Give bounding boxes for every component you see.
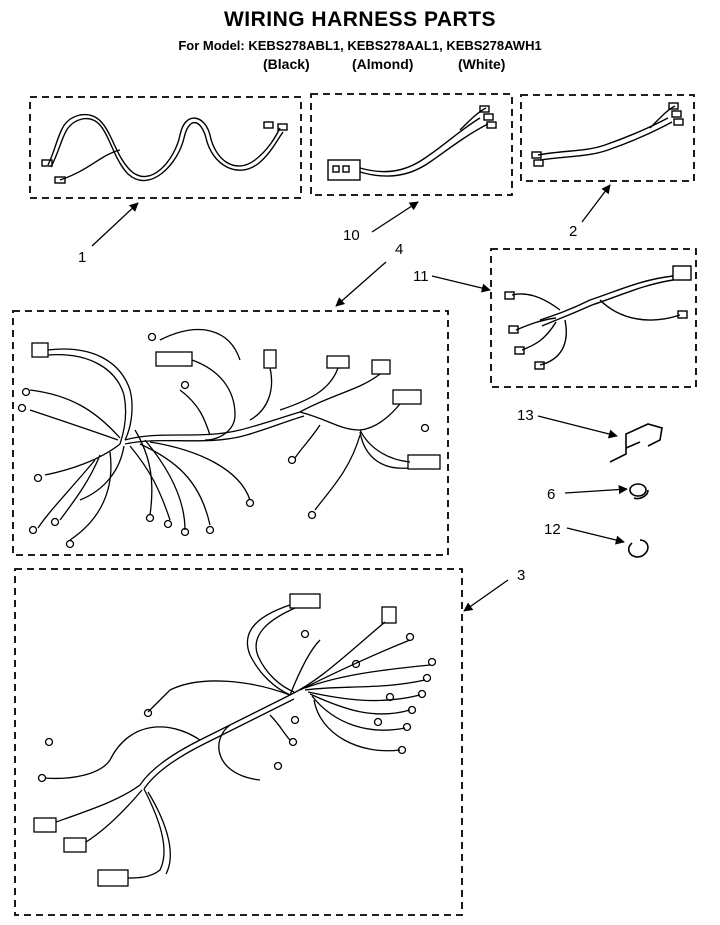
color-label-black: (Black)	[263, 56, 310, 72]
part-1-box	[29, 96, 302, 199]
harness-3	[33, 593, 437, 887]
color-label-white: (White)	[458, 56, 506, 72]
callout-13: 13	[517, 407, 534, 424]
part-11-box	[490, 248, 697, 388]
callout-12: 12	[544, 521, 561, 538]
part-4-box	[12, 310, 449, 556]
color-label-almond: (Almond)	[352, 56, 414, 72]
callout-6: 6	[547, 486, 555, 503]
part-10-box	[310, 93, 513, 196]
diagram-title: WIRING HARNESS PARTS	[223, 8, 497, 31]
harness-4	[17, 328, 441, 549]
callout-10: 10	[343, 227, 360, 244]
small-parts	[609, 423, 663, 558]
harness-10	[327, 105, 497, 181]
part-2-box	[520, 94, 695, 182]
harness-2	[531, 102, 684, 167]
model-numbers: For Model: KEBS278ABL1, KEBS278AAL1, KEB…	[178, 38, 542, 53]
clip-6	[629, 483, 647, 497]
harness-11	[504, 265, 692, 370]
callout-4: 4	[395, 241, 403, 258]
callout-3: 3	[517, 567, 525, 584]
harness-1	[41, 114, 288, 184]
clamp-13	[609, 423, 663, 463]
part-3-box	[14, 568, 463, 916]
callout-1: 1	[78, 249, 86, 266]
callout-2: 2	[569, 223, 577, 240]
callout-arrows	[91, 184, 628, 612]
callout-11: 11	[413, 268, 429, 285]
ring-12	[627, 539, 649, 558]
